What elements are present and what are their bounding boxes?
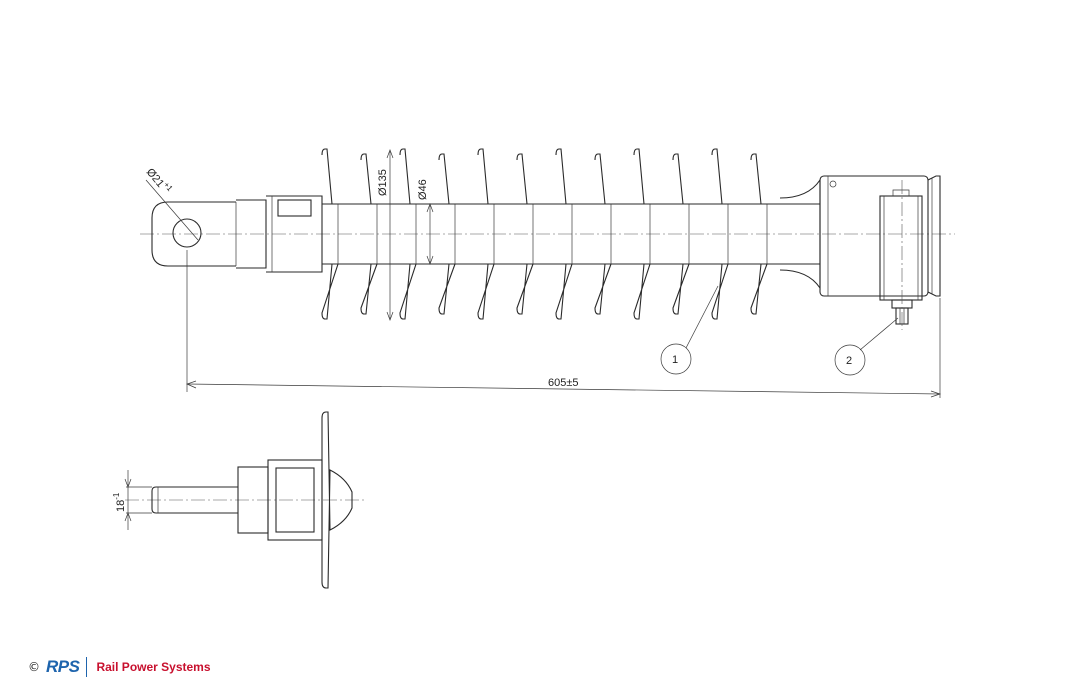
shed: [672, 153, 690, 315]
length-dim-line: [186, 383, 941, 395]
rps-logo: RPS: [46, 657, 80, 676]
logo-separator: [86, 657, 88, 677]
callout-1-label: 1: [672, 354, 678, 366]
shed: [711, 148, 729, 320]
collar-flat: [277, 199, 312, 217]
shed: [438, 153, 456, 315]
callout-1: [660, 343, 692, 375]
shed: [360, 153, 378, 315]
shed: [750, 153, 768, 315]
end-cap: [819, 175, 929, 297]
main-view: Ø21+1 Ø135 Ø46 605±5 1 2: [140, 148, 955, 398]
overall-length-label: 605±5: [548, 377, 579, 389]
copyright-symbol: ©: [28, 660, 40, 674]
pin-diameter-label: 18-1: [112, 492, 127, 512]
eye-diameter-label: Ø21+1: [144, 164, 175, 197]
footer: © RPS Rail Power Systems: [28, 656, 211, 678]
callout-1-leader: [685, 285, 719, 349]
core-diameter-label: Ø46: [417, 179, 429, 200]
detail-view: 18-1: [112, 411, 365, 589]
eye-fitting: [151, 201, 236, 267]
company-name: Rail Power Systems: [96, 660, 211, 674]
shed: [399, 148, 417, 320]
callout-2-label: 2: [846, 355, 852, 367]
cap-flange: [927, 175, 941, 297]
shed: [555, 148, 573, 320]
detail-shed: [321, 411, 353, 589]
eye-collar: [266, 195, 323, 273]
eye-dim-leader: [145, 179, 199, 241]
detail-flat: [275, 467, 315, 533]
shed: [633, 148, 651, 320]
shed: [321, 148, 339, 320]
shed: [594, 153, 612, 315]
clevis-block: [879, 195, 923, 301]
shed: [516, 153, 534, 315]
pin: [151, 486, 238, 514]
sheds: [321, 148, 768, 320]
callout-2: [834, 344, 866, 376]
eye-hole: [172, 218, 202, 248]
shed: [477, 148, 495, 320]
shed-diameter-label: Ø135: [377, 169, 389, 196]
eye-crimp: [236, 199, 267, 269]
callout-2-leader: [859, 317, 899, 351]
